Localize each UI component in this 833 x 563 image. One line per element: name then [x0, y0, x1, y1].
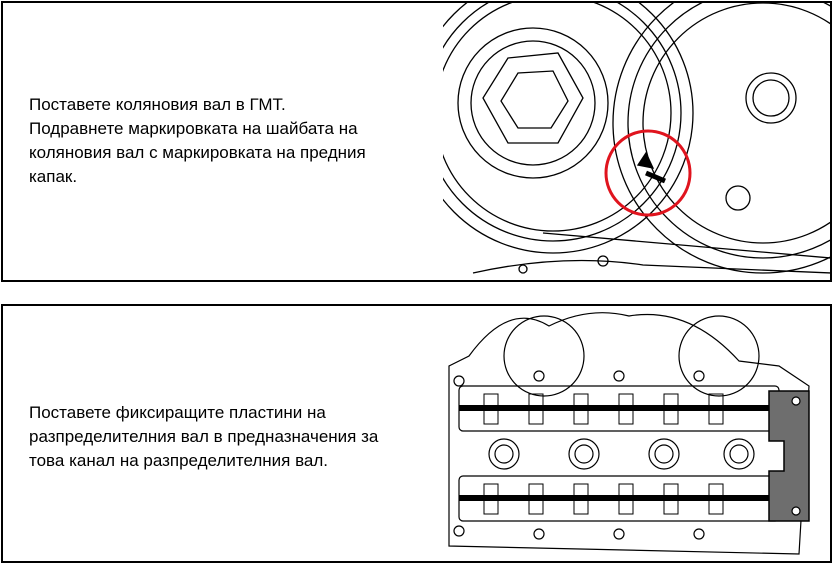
camshaft-locking-plate: [768, 390, 810, 522]
cylinder-head-illustration: [448, 312, 810, 555]
step-panel-crankshaft: Поставете коляновия вал в ГМТ. Подравнет…: [1, 1, 832, 282]
timing-mark-highlight: [604, 129, 692, 217]
instruction-line: Поставете фиксиращите пластини на: [29, 403, 326, 422]
instruction-line: капак.: [29, 167, 78, 186]
instruction-line: коляновия вал с маркировката на предния: [29, 143, 366, 162]
instruction-line: това канал на разпределителния вал.: [29, 451, 329, 470]
instruction-line: Поставете коляновия вал в ГМТ.: [29, 95, 286, 114]
step-panel-camshaft: Поставете фиксиращите пластини на разпре…: [1, 304, 832, 563]
instruction-line: Подравнете маркировката на шайбата на: [29, 119, 358, 138]
crankshaft-pulley-illustration: [443, 3, 830, 274]
instruction-line: разпределителния вал в предназначения за: [29, 427, 379, 446]
step-instructions: Поставете фиксиращите пластини на разпре…: [29, 401, 429, 473]
step-instructions: Поставете коляновия вал в ГМТ. Подравнет…: [29, 93, 429, 189]
